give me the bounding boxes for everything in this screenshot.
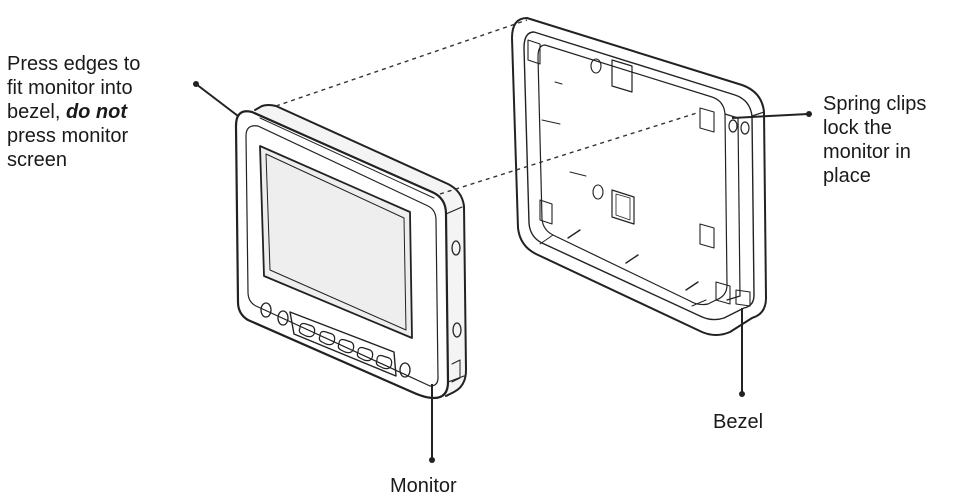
callout-press-edges-line-3-prefix: bezel, bbox=[7, 101, 66, 123]
callout-press-edges: Press edges to fit monitor into bezel, d… bbox=[7, 52, 140, 172]
alignment-line-middle bbox=[439, 111, 701, 195]
callout-spring-clips-line-2: lock the bbox=[823, 117, 892, 139]
leader-dot-bezel bbox=[739, 391, 745, 397]
callout-press-edges-line-3: bezel, do not bbox=[7, 100, 140, 124]
callout-press-edges-emphasis: do not bbox=[65, 101, 128, 123]
callout-spring-clips-line-1: Spring clips bbox=[823, 93, 927, 115]
leader-spring-clips bbox=[731, 113, 809, 119]
callout-press-edges-line-2: fit monitor into bbox=[7, 77, 133, 99]
leader-dot-press-edges bbox=[193, 81, 199, 87]
callout-press-edges-line-4: press monitor bbox=[7, 125, 129, 147]
leader-lines bbox=[195, 83, 809, 460]
callout-spring-clips-line-4: place bbox=[823, 165, 871, 187]
leader-dot-spring-clips bbox=[806, 111, 812, 117]
leader-dot-monitor bbox=[429, 457, 435, 463]
callout-bezel: Bezel bbox=[713, 411, 764, 433]
callout-spring-clips: Spring clips lock the monitor in place bbox=[823, 92, 926, 188]
monitor-drawing bbox=[234, 104, 467, 400]
callout-monitor: Monitor bbox=[390, 475, 457, 497]
callout-spring-clips-line-3: monitor in bbox=[823, 141, 911, 163]
bezel-drawing bbox=[511, 17, 767, 336]
leader-dots bbox=[193, 81, 812, 463]
leader-press-edges bbox=[195, 83, 239, 117]
alignment-lines bbox=[275, 19, 701, 195]
alignment-line-top bbox=[275, 19, 528, 107]
callout-press-edges-line-5: screen bbox=[7, 149, 68, 171]
callout-press-edges-line-1: Press edges to bbox=[7, 53, 141, 75]
